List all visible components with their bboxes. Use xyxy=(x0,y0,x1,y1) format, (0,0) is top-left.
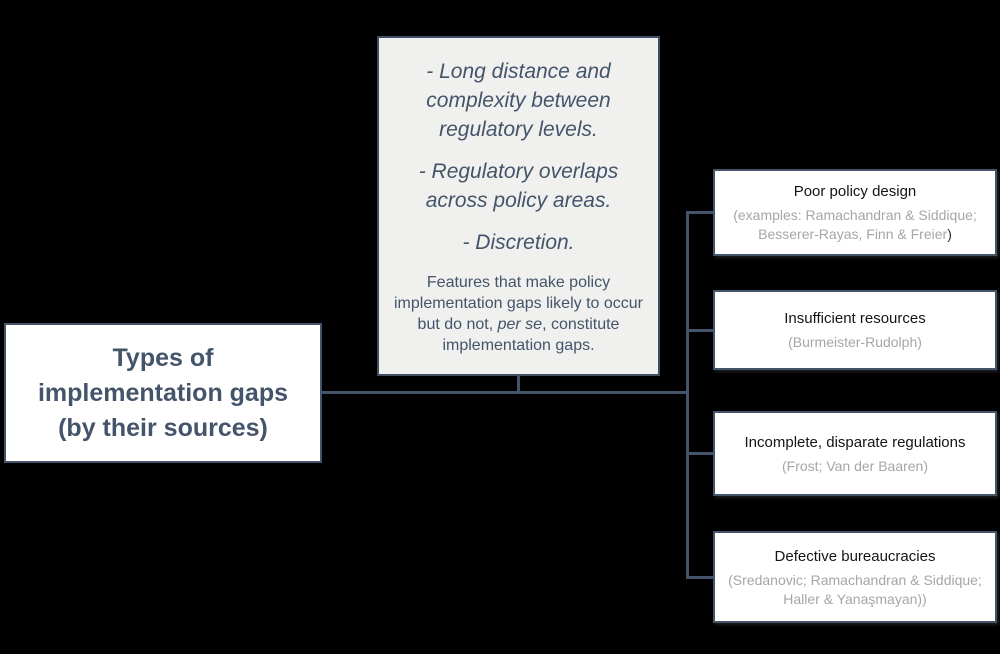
type-note-text: (examples: Ramachandran & Siddique; Bess… xyxy=(733,207,977,242)
type-box-incomplete-disparate-regulations: Incomplete, disparate regulations (Frost… xyxy=(713,411,997,496)
type-title: Incomplete, disparate regulations xyxy=(744,433,966,451)
connector-stub-incomplete xyxy=(689,452,713,455)
feature-bullet-distance: - Long distance and complexity between r… xyxy=(426,59,611,141)
type-note-text: (Burmeister-Rudolph) xyxy=(788,334,922,350)
type-note-text: (Sredanovic; Ramachandran & Siddique; Ha… xyxy=(728,571,982,607)
type-title: Poor policy design xyxy=(793,183,917,200)
type-note: (Burmeister-Rudolph) xyxy=(788,333,922,352)
connector-stub-resources xyxy=(689,329,713,332)
features-footnote: Features that make policy implementation… xyxy=(387,272,650,356)
root-box-types-of-implementation-gaps: Types of implementation gaps (by their s… xyxy=(4,323,322,463)
type-note: (Sredanovic; Ramachandran & Siddique; Ha… xyxy=(721,571,989,609)
features-footnote-perse: per se xyxy=(497,315,543,333)
type-note: (Frost; Van der Baaren) xyxy=(782,457,928,476)
type-title: Defective bureaucracies xyxy=(774,547,936,565)
type-title: Insufficient resources xyxy=(784,310,926,327)
root-title-line-1: Types of xyxy=(112,343,214,372)
features-box: - Long distance and complexity between r… xyxy=(377,36,660,376)
feature-bullet-overlaps: - Regulatory overlaps across policy area… xyxy=(418,159,619,212)
connector-stub-defective xyxy=(689,576,713,579)
type-note-text: (Frost; Van der Baaren) xyxy=(781,457,929,474)
features-footnote-pre: Features that make policy implementation… xyxy=(393,273,643,333)
features-footnote-post: , constitute implementation gaps. xyxy=(442,315,620,354)
connector-root-to-spine xyxy=(322,391,688,394)
type-box-insufficient-resources: Insufficient resources (Burmeister-Rudol… xyxy=(713,290,997,370)
connector-spine xyxy=(686,211,689,579)
type-box-defective-bureaucracies: Defective bureaucracies (Sredanovic; Ram… xyxy=(713,531,997,623)
root-title-line-2: implementation gaps xyxy=(37,378,289,407)
connector-stub-poor xyxy=(689,211,713,214)
type-box-poor-policy-design: Poor policy design (examples: Ramachandr… xyxy=(713,169,997,256)
connector-features-stub xyxy=(517,374,520,393)
type-note: (examples: Ramachandran & Siddique; Bess… xyxy=(721,206,989,244)
feature-bullet-discretion: - Discretion. xyxy=(462,230,575,254)
type-note-suffix: ) xyxy=(947,226,952,242)
root-title-line-3: (by their sources) xyxy=(58,413,268,442)
